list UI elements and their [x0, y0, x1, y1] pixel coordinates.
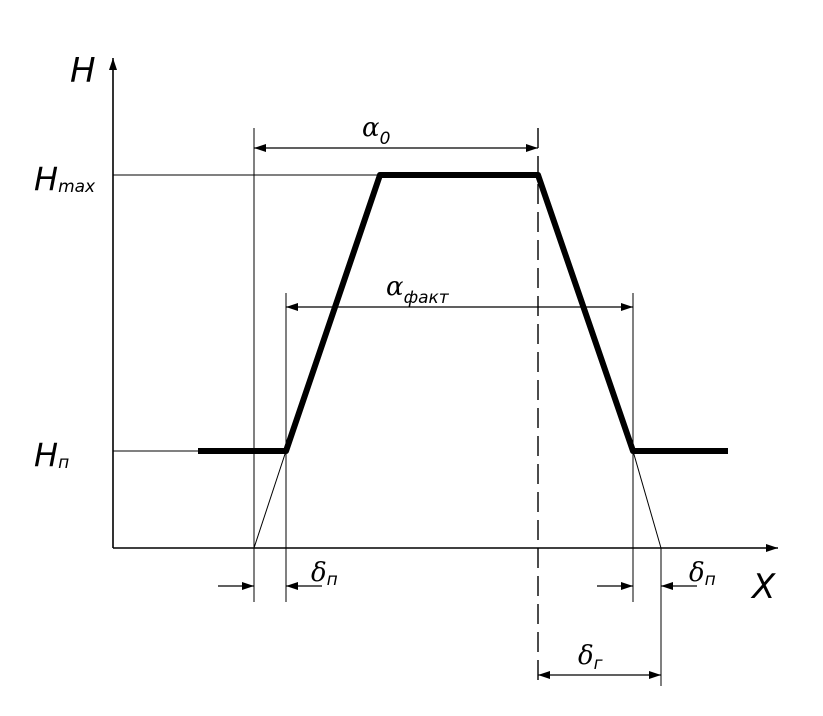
left-extrapolation-line: [253, 450, 287, 549]
right-extrapolation-line: [632, 450, 662, 549]
delta-left-label: δп: [311, 558, 338, 590]
hmax-label: Hmax: [34, 160, 96, 198]
y-axis-label: H: [70, 51, 96, 91]
hn-label: Hп: [34, 436, 69, 474]
x-axis-label: X: [750, 567, 776, 607]
delta-g-label: δг: [578, 641, 603, 674]
delta-right-label: δп: [689, 558, 716, 590]
alpha0-label: α0: [362, 113, 390, 149]
profile-curve: [198, 172, 728, 454]
alpha-fact-label: αфакт: [386, 272, 450, 308]
